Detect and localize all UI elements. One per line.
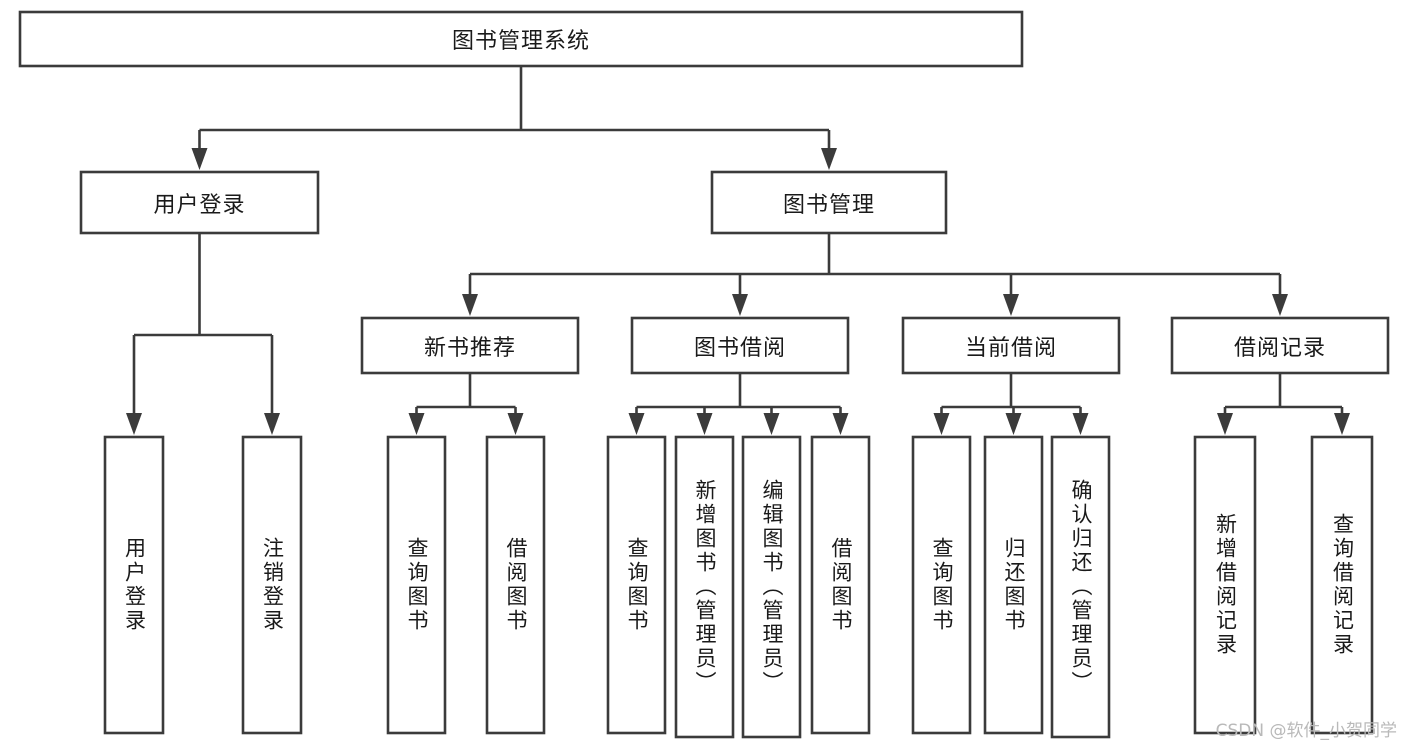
book-management-to-level3-arrowhead-3 [1272,294,1288,316]
node-box-nbr-query-book[interactable] [386,435,447,735]
node-box-current-borrow[interactable] [901,316,1121,375]
node-box-br-add-record[interactable] [1193,435,1257,735]
node-box-book-management[interactable] [710,170,948,235]
current-borrow-to-leaves-arrowhead-0 [933,413,950,435]
book-management-to-level3-arrowhead-0 [462,294,478,316]
root-to-level2-arrowhead-0 [191,148,208,170]
node-box-book-borrow[interactable] [630,316,850,375]
node-box-cb-return-book[interactable] [983,435,1044,735]
boxes-layer [18,10,1390,739]
node-box-nbr-borrow-book[interactable] [485,435,546,735]
root-to-level2-arrowhead-1 [821,148,837,170]
connectors-layer [126,66,1350,435]
node-box-user-logout[interactable] [241,435,303,735]
current-borrow-to-leaves-arrowhead-1 [1005,413,1022,435]
user-login-to-leaves-arrowhead-1 [264,413,280,435]
node-box-user-login[interactable] [79,170,320,235]
node-box-new-book-recommend[interactable] [360,316,580,375]
new-book-recommend-to-leaves-arrowhead-1 [507,413,524,435]
book-borrow-to-leaves-arrowhead-2 [763,413,780,435]
borrow-records-to-leaves-arrowhead-1 [1334,413,1350,435]
node-box-bb-add-book[interactable] [674,435,735,739]
new-book-recommend-to-leaves-arrowhead-0 [408,413,425,435]
node-box-root[interactable] [18,10,1024,68]
node-box-bb-borrow-book[interactable] [810,435,871,735]
node-box-cb-query-book[interactable] [911,435,972,735]
node-box-borrow-records[interactable] [1170,316,1390,375]
node-box-bb-edit-book[interactable] [741,435,802,739]
node-box-bb-query-book[interactable] [606,435,667,735]
borrow-records-to-leaves-arrowhead-0 [1217,413,1233,435]
book-borrow-to-leaves-arrowhead-1 [696,413,713,435]
book-borrow-to-leaves-arrowhead-3 [832,413,849,435]
book-management-to-level3-arrowhead-2 [1003,294,1019,316]
book-management-to-level3-arrowhead-1 [732,294,748,316]
current-borrow-to-leaves-arrowhead-2 [1072,413,1089,435]
node-box-cb-confirm-return[interactable] [1050,435,1111,739]
book-borrow-to-leaves-arrowhead-0 [628,413,645,435]
node-box-user-login-do[interactable] [103,435,165,735]
node-box-br-query-record[interactable] [1310,435,1374,735]
user-login-to-leaves-arrowhead-0 [126,413,142,435]
